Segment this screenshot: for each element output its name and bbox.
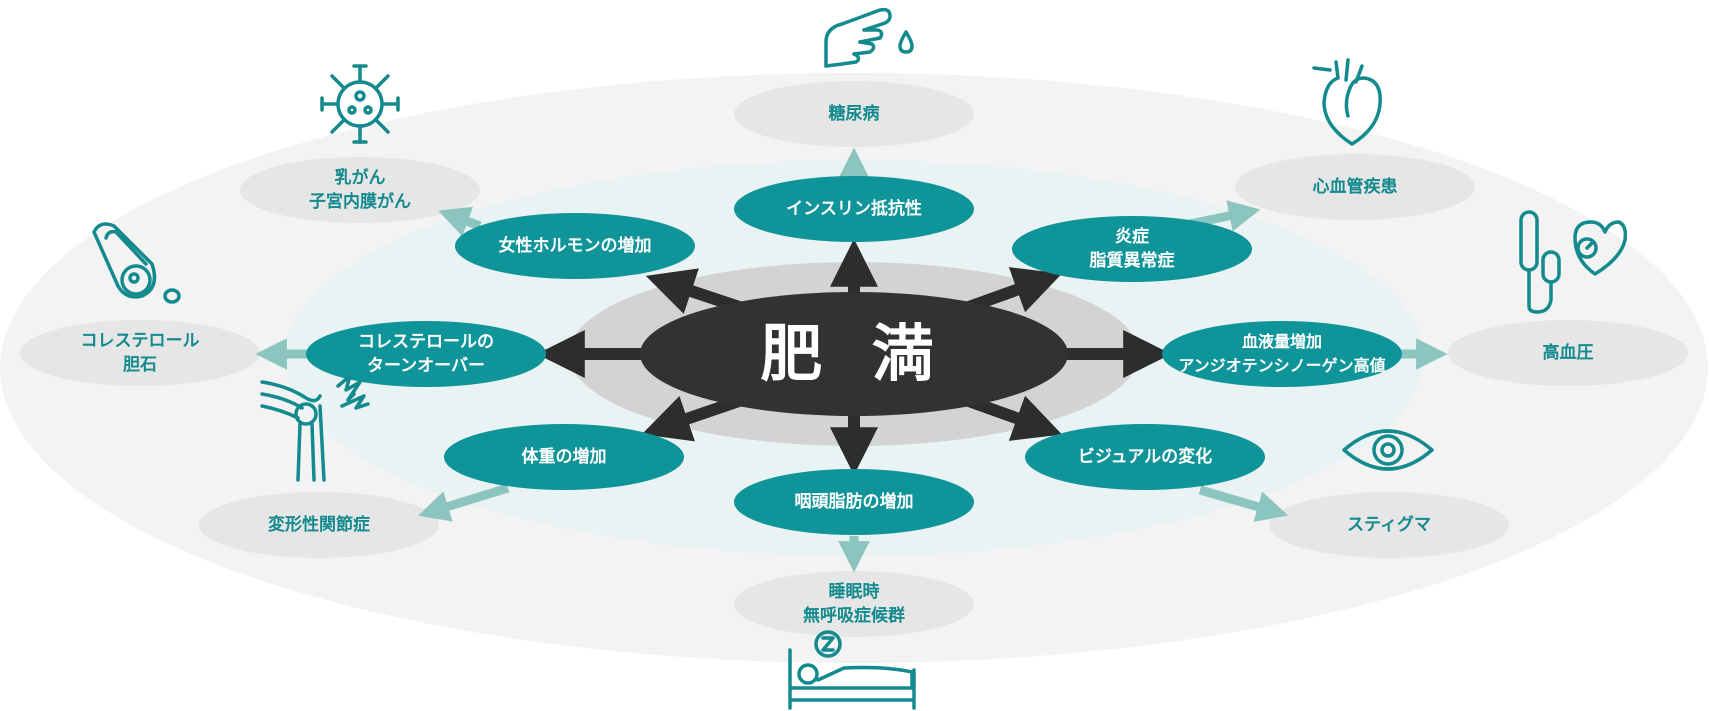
- label-line: 高血圧: [1542, 343, 1594, 363]
- node-gallstone: [20, 320, 260, 386]
- finger-blood-drop-icon: [820, 2, 920, 78]
- label-line: 糖尿病: [828, 104, 880, 124]
- label-line: 咽頭脂肪の増加: [794, 492, 914, 512]
- node-weight: [444, 424, 684, 490]
- arrow-obesity-inflammation: [963, 267, 1063, 314]
- label-diabetes: 糖尿病: [734, 88, 974, 140]
- label-hormone: 女性ホルモンの増加: [455, 220, 695, 272]
- node-inflammation: [1012, 216, 1252, 282]
- label-line: 睡眠時: [828, 582, 880, 602]
- label-osteo: 変形性関節症: [199, 499, 439, 551]
- light-arrows: [255, 147, 1448, 573]
- arrow-hormone-cancer: [438, 206, 482, 237]
- mechanism-nodes: [306, 176, 1402, 535]
- heart-organ-icon: [1310, 56, 1390, 148]
- label-line: 乳がん: [334, 168, 386, 188]
- arrow-weight-osteo: [417, 483, 510, 522]
- node-insulin: [734, 176, 974, 242]
- knee-joint-icon: [258, 372, 390, 484]
- node-blood: [1162, 321, 1402, 387]
- label-cholesterol: コレステロールのターンオーバー: [306, 328, 546, 380]
- label-line: 女性ホルモンの増加: [498, 236, 652, 256]
- arrow-obesity-visual: [963, 394, 1063, 441]
- node-hormone: [455, 213, 695, 279]
- center-node: [640, 292, 1068, 416]
- label-blood: 血液量増加アンジオテンシノーゲン高値: [1162, 328, 1402, 380]
- label-line: 脂質異常症: [1089, 251, 1175, 271]
- node-cancer: [240, 157, 480, 223]
- node-pharynx: [734, 469, 974, 535]
- label-gallstone: コレステロール胆石: [20, 327, 260, 379]
- label-hypertension: 高血圧: [1448, 327, 1688, 379]
- node-cholesterol: [306, 321, 546, 387]
- node-hypertension: [1448, 320, 1688, 386]
- node-cardio: [1235, 154, 1475, 220]
- label-cardio: 心血管疾患: [1235, 161, 1475, 213]
- disease-nodes: [20, 81, 1688, 637]
- node-stigma: [1269, 492, 1509, 558]
- label-line: 胆石: [123, 355, 157, 375]
- arrow-visual-stigma: [1198, 485, 1289, 522]
- node-apnea: [734, 571, 974, 637]
- label-line: 子宮内膜がん: [309, 192, 411, 212]
- label-apnea: 睡眠時無呼吸症候群: [734, 578, 974, 630]
- label-line: 変形性関節症: [268, 515, 370, 535]
- label-line: 無呼吸症候群: [803, 606, 905, 626]
- label-visual: ビジュアルの変化: [1025, 431, 1265, 483]
- label-inflammation: 炎症脂質異常症: [1012, 223, 1252, 275]
- label-line: アンジオテンシノーゲン高値: [1178, 356, 1386, 375]
- label-line: 血液量増加: [1241, 332, 1322, 351]
- label-insulin: インスリン抵抗性: [734, 183, 974, 235]
- sleeping-person-icon: [784, 628, 920, 710]
- blood-pressure-icon: [1515, 208, 1627, 314]
- label-line: 心血管疾患: [1312, 177, 1398, 197]
- label-line: コレステロール: [80, 331, 200, 351]
- node-osteo: [199, 492, 439, 558]
- label-line: インスリン抵抗性: [786, 199, 922, 219]
- label-cancer: 乳がん子宮内膜がん: [240, 164, 480, 216]
- arrow-obesity-weight: [641, 394, 744, 442]
- label-line: スティグマ: [1347, 515, 1431, 535]
- label-weight: 体重の増加: [444, 431, 684, 483]
- dark-arrows: [536, 238, 1172, 476]
- node-visual: [1025, 424, 1265, 490]
- label-line: ターンオーバー: [367, 356, 485, 376]
- label-pharynx: 咽頭脂肪の増加: [734, 476, 974, 528]
- node-diabetes: [734, 81, 974, 147]
- label-line: ビジュアルの変化: [1077, 447, 1213, 467]
- label-stigma: スティグマ: [1269, 499, 1509, 551]
- label-line: コレステロールの: [358, 332, 494, 352]
- gallbladder-stone-icon: [86, 218, 196, 310]
- label-line: 炎症: [1115, 227, 1149, 247]
- center-label: 肥 満: [760, 317, 948, 390]
- cancer-cell-icon: [316, 60, 404, 148]
- eye-icon: [1340, 420, 1436, 480]
- label-line: 体重の増加: [521, 447, 607, 467]
- arrow-obesity-hormone: [645, 268, 744, 314]
